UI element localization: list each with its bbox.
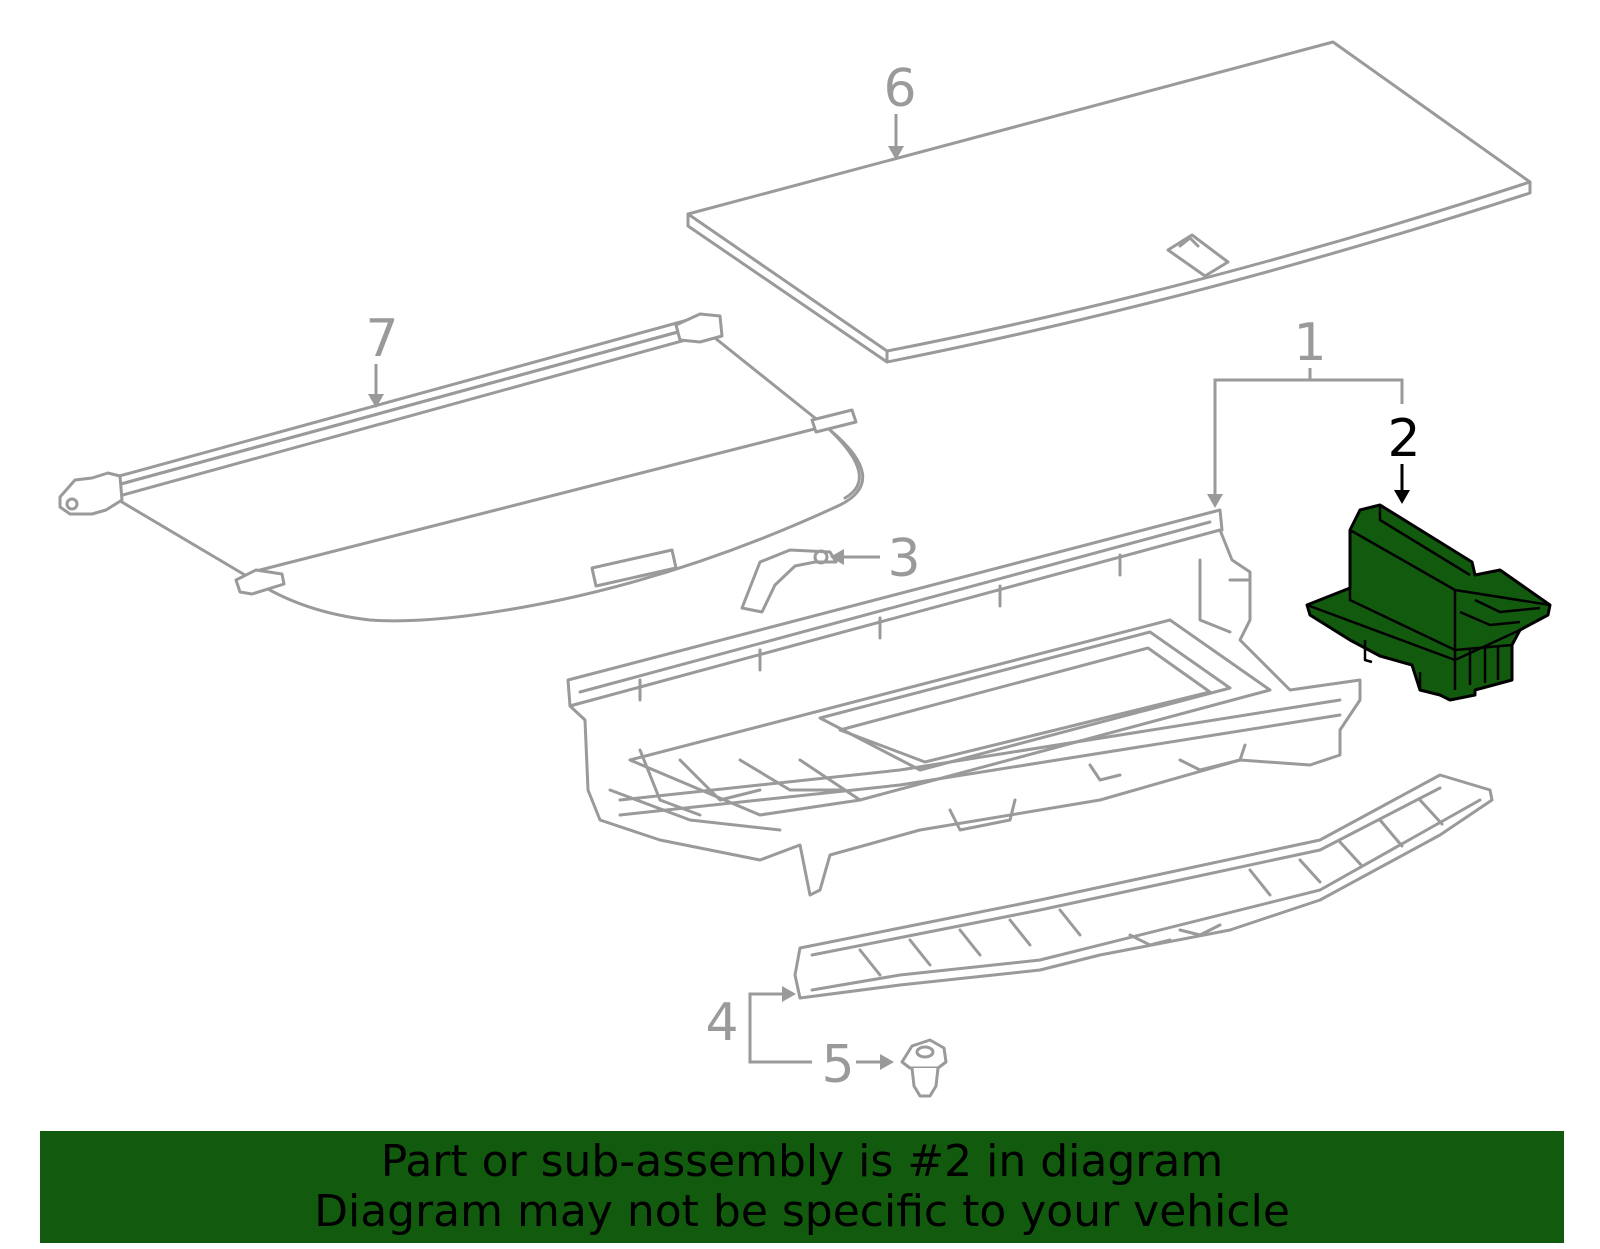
storage-tray-part[interactable]	[566, 508, 1362, 897]
leader-2	[1394, 464, 1410, 504]
callout-3[interactable]: 3	[887, 529, 920, 589]
banner-line-part-number: Part or sub-assembly is #2 in diagram	[380, 1136, 1224, 1187]
callout-4[interactable]: 4	[705, 993, 738, 1053]
storage-box-part[interactable]	[1305, 503, 1552, 702]
banner-line-disclaimer: Diagram may not be specific to your vehi…	[314, 1186, 1290, 1237]
leader-7	[368, 364, 384, 408]
info-banner: Part or sub-assembly is #2 in diagram Di…	[40, 1131, 1564, 1243]
leader-1	[1207, 368, 1404, 508]
callout-1[interactable]: 1	[1293, 313, 1326, 373]
callout-2[interactable]: 2	[1387, 409, 1420, 469]
floor-board-part[interactable]	[686, 40, 1532, 364]
push-retainer-part[interactable]	[900, 1038, 948, 1098]
cargo-cover-part[interactable]	[58, 312, 865, 623]
leader-5	[856, 1054, 894, 1070]
sill-scuff-plate-part[interactable]	[793, 773, 1494, 1000]
callout-7[interactable]: 7	[365, 309, 398, 369]
leader-4	[748, 986, 812, 1064]
leader-3	[830, 549, 880, 565]
leader-6	[888, 114, 904, 160]
callout-6[interactable]: 6	[883, 59, 916, 119]
clip-part[interactable]	[740, 548, 838, 614]
callout-5[interactable]: 5	[821, 1035, 854, 1095]
